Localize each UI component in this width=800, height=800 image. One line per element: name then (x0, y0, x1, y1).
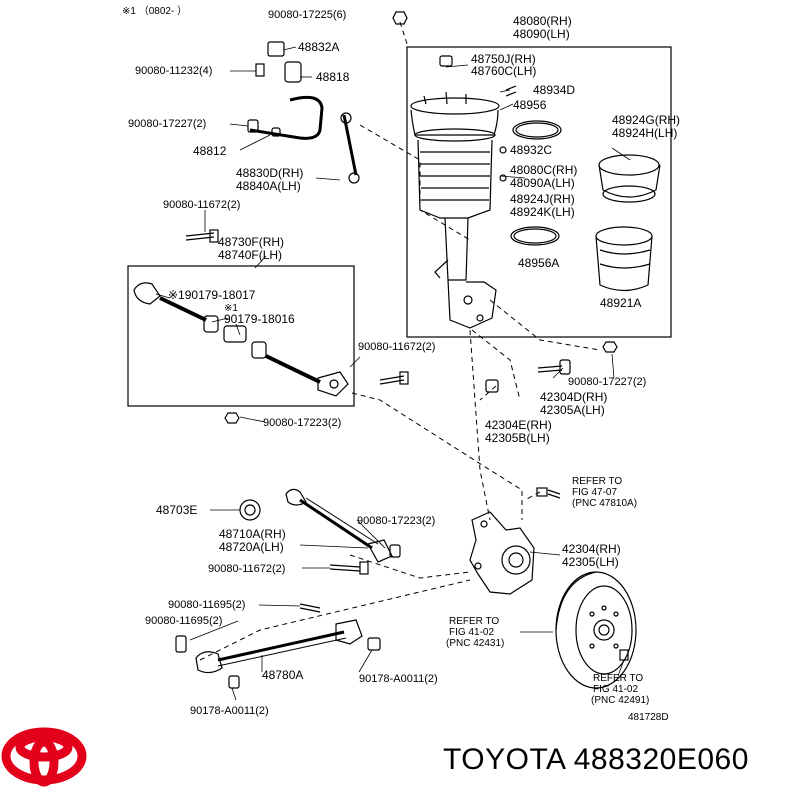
label-48840A: 48840A(LH) (236, 179, 301, 193)
label-90178-a: 90178-A0011(2) (359, 673, 438, 685)
label-42305A: 42305A(LH) (540, 403, 605, 417)
fastener-parts (175, 11, 629, 689)
label-42305: 42305(LH) (562, 555, 619, 569)
label-48924G: 48924G(RH) (612, 113, 681, 127)
label-90080-17227-a: 90080-17227(2) (128, 118, 207, 130)
lateral-link-box (127, 265, 355, 407)
refer-41b-line1: REFER TO (593, 673, 644, 684)
label-90080-11695-b: 90080-11695(2) (145, 615, 223, 627)
label-90080-11672-b: 90080-11672(2) (358, 341, 436, 353)
label-mark1: ※1 (224, 303, 238, 314)
refer-41b-line3: (PNC 42491) (591, 695, 650, 706)
label-190179: ※190179-18017 (168, 288, 256, 302)
brake-disc (555, 571, 637, 689)
label-90080-17227-b: 90080-17227(2) (568, 376, 647, 388)
refer-47-line2: FIG 47-07 (572, 487, 618, 498)
label-48812: 48812 (193, 144, 227, 158)
label-90080-17225: 90080-17225(6) (268, 9, 347, 21)
label-90179-18016: 90179-18016 (224, 312, 295, 326)
label-42304E: 42304E(RH) (485, 418, 552, 432)
label-90080-11232: 90080-11232(4) (135, 65, 213, 77)
label-48924H: 48924H(LH) (612, 126, 678, 140)
label-48830D: 48830D(RH) (236, 166, 304, 180)
label-48730F: 48730F(RH) (218, 235, 285, 249)
label-48956A: 48956A (518, 256, 560, 270)
strut-assembly (410, 55, 500, 329)
refer-47-line3: (PNC 47810A) (572, 498, 638, 509)
label-90080-11672-c: 90080-11672(2) (208, 563, 286, 575)
label-42304D: 42304D(RH) (540, 390, 608, 404)
control-arm (239, 488, 393, 563)
label-48780A: 48780A (262, 668, 304, 682)
note-top: ※1 （0802- ） (122, 6, 188, 17)
refer-41a-line2: FIG 41-02 (449, 627, 495, 638)
label-48090: 48090(LH) (513, 27, 570, 41)
label-48934D: 48934D (533, 83, 576, 97)
label-90080-17223-b: 90080-17223(2) (357, 515, 436, 527)
label-48090A: 48090A(LH) (510, 176, 575, 190)
refer-41a-line3: (PNC 42431) (446, 638, 505, 649)
refer-41b-line2: FIG 41-02 (593, 684, 639, 695)
figure-number: 481728D (628, 712, 669, 723)
label-48832A: 48832A (298, 40, 340, 54)
toyota-logo-icon (1, 727, 87, 787)
label-90080-11695-a: 90080-11695(2) (168, 599, 246, 611)
refer-41a-line1: REFER TO (449, 616, 500, 627)
lateral-link (133, 282, 349, 397)
label-90080-17223-a: 90080-17223(2) (263, 417, 342, 429)
label-48921A: 48921A (600, 296, 642, 310)
label-48932C: 48932C (510, 143, 553, 157)
label-48818: 48818 (316, 70, 350, 84)
stabilizer-bar (249, 95, 360, 184)
label-48710A: 48710A(RH) (219, 527, 286, 541)
label-48080C: 48080C(RH) (510, 163, 578, 177)
label-48703E: 48703E (156, 503, 198, 517)
label-48740F: 48740F(LH) (218, 248, 283, 262)
boot-parts (499, 85, 661, 292)
label-42305B: 42305B(LH) (485, 431, 550, 445)
strut-assembly-box (406, 46, 672, 338)
label-90080-11672-a: 90080-11672(2) (163, 199, 241, 211)
refer-47-line1: REFER TO (572, 476, 623, 487)
label-90178-b: 90178-A0011(2) (190, 705, 269, 717)
label-48924J: 48924J(RH) (510, 192, 575, 206)
lower-arm (195, 619, 363, 674)
part-caption: TOYOTA 488320E060 (443, 743, 749, 776)
steering-knuckle (469, 511, 535, 595)
label-48720A: 48720A(LH) (219, 540, 284, 554)
label-48760C: 48760C(LH) (471, 64, 537, 78)
label-48750J: 48750J(RH) (471, 52, 536, 66)
label-42304: 42304(RH) (562, 542, 621, 556)
label-48956: 48956 (513, 98, 547, 112)
label-48080: 48080(RH) (513, 14, 572, 28)
label-48924K: 48924K(LH) (510, 205, 575, 219)
